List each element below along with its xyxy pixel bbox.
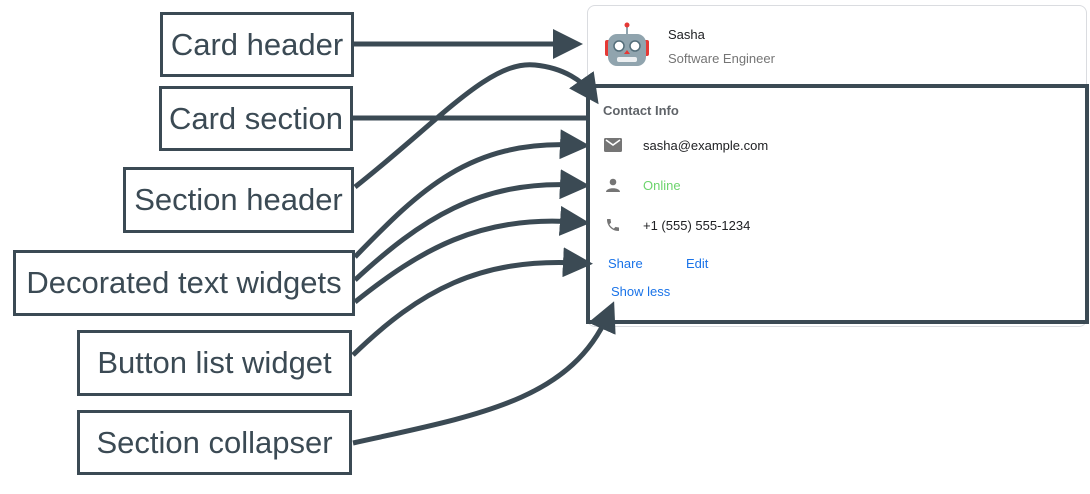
card-section-outline — [586, 84, 1089, 324]
card-title: Sasha — [668, 27, 705, 42]
annotation-section-header: Section header — [123, 167, 354, 233]
decorated-text-status: Online — [643, 178, 681, 193]
share-button[interactable]: Share — [608, 256, 643, 271]
annotation-button-list: Button list widget — [77, 330, 352, 396]
arrow-section-collapser — [352, 301, 616, 446]
card-subtitle: Software Engineer — [668, 51, 775, 66]
section-header: Contact Info — [603, 103, 679, 118]
phone-icon — [605, 217, 621, 238]
annotation-card-section: Card section — [159, 86, 353, 151]
avatar — [603, 22, 651, 73]
arrow-decorated-phone — [353, 205, 590, 304]
arrow-decorated-status — [353, 169, 590, 282]
arrow-decorated-email — [353, 129, 590, 259]
annotation-section-collapser: Section collapser — [77, 410, 352, 475]
card — [587, 5, 1087, 327]
email-icon — [604, 138, 622, 157]
edit-button[interactable]: Edit — [686, 256, 709, 271]
annotation-decorated-text: Decorated text widgets — [13, 250, 355, 316]
decorated-text-email: sasha@example.com — [643, 138, 769, 153]
robot-icon — [605, 22, 649, 66]
decorated-text-phone: +1 (555) 555-1234 — [643, 218, 751, 233]
arrow-button-list — [351, 247, 593, 357]
arrow-section-header — [353, 62, 599, 189]
show-less-button[interactable]: Show less — [611, 284, 671, 299]
annotation-card-header: Card header — [160, 12, 354, 77]
person-icon — [606, 178, 620, 197]
